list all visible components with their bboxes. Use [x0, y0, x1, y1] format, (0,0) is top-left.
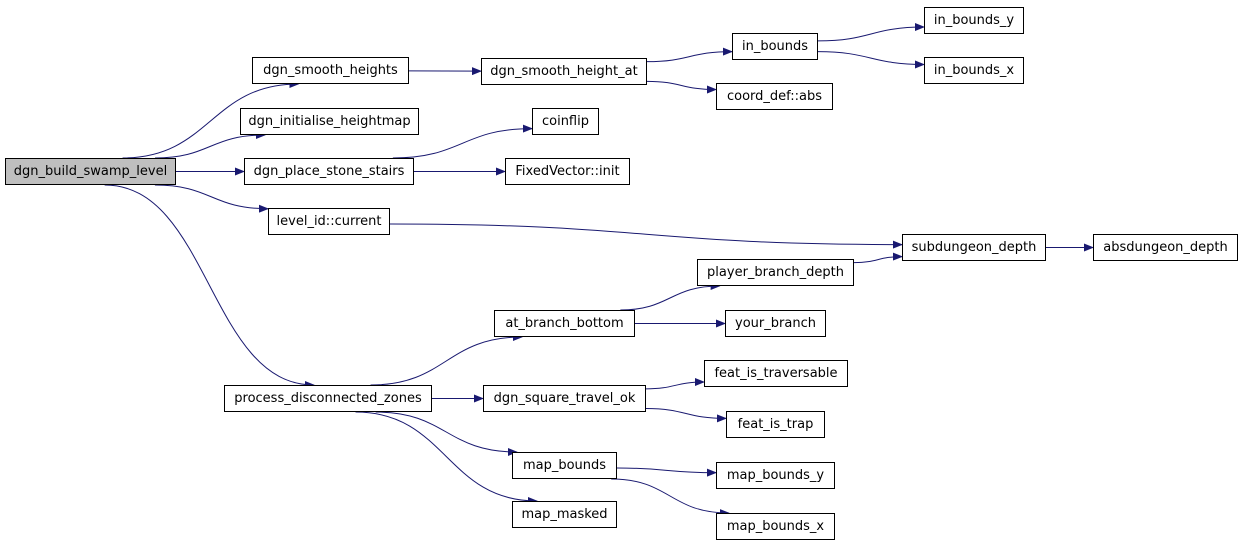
- node-in-bounds-x[interactable]: in_bounds_x: [924, 57, 1024, 84]
- node-subdungeon-depth[interactable]: subdungeon_depth: [902, 234, 1046, 261]
- edge-dgn-smooth-height-at-to-in-bounds: [646, 47, 733, 63]
- node-player-branch-depth[interactable]: player_branch_depth: [697, 259, 854, 286]
- node-map-masked[interactable]: map_masked: [512, 501, 617, 528]
- edge-player-branch-depth-to-subdungeon-depth: [853, 252, 903, 264]
- edge-level-id-current-to-subdungeon-depth: [389, 223, 903, 249]
- node-process-disconnected-zones[interactable]: process_disconnected_zones: [224, 385, 432, 412]
- edge-dgn-build-swamp-level-to-dgn-smooth-heights: [122, 80, 300, 159]
- node-level-id-current[interactable]: level_id::current: [268, 208, 390, 235]
- node-dgn-smooth-heights[interactable]: dgn_smooth_heights: [252, 57, 409, 84]
- edge-dgn-build-swamp-level-to-level-id-current: [154, 184, 269, 213]
- node-absdungeon-depth[interactable]: absdungeon_depth: [1093, 234, 1238, 261]
- node-dgn-build-swamp-level[interactable]: dgn_build_swamp_level: [5, 158, 176, 185]
- edge-map-bounds-to-map-bounds-x: [611, 478, 730, 517]
- edge-process-disconnected-zones-to-at-branch-bottom: [370, 333, 523, 386]
- edge-dgn-build-swamp-level-to-dgn-initialise-heightmap: [155, 131, 266, 159]
- node-at-branch-bottom[interactable]: at_branch_bottom: [494, 310, 635, 337]
- node-dgn-initialise-heightmap[interactable]: dgn_initialise_heightmap: [240, 108, 419, 135]
- edge-process-disconnected-zones-to-map-masked: [355, 411, 538, 505]
- node-feat-is-traversable[interactable]: feat_is_traversable: [704, 360, 848, 387]
- node-in-bounds[interactable]: in_bounds: [732, 33, 818, 60]
- edge-at-branch-bottom-to-player-branch-depth: [620, 282, 721, 311]
- node-dgn-smooth-height-at[interactable]: dgn_smooth_height_at: [481, 58, 647, 85]
- edge-dgn-smooth-height-at-to-coord-def-abs: [646, 80, 717, 94]
- node-your-branch[interactable]: your_branch: [725, 310, 826, 337]
- edge-map-bounds-to-map-bounds-y: [616, 467, 717, 477]
- node-feat-is-trap[interactable]: feat_is_trap: [726, 411, 825, 438]
- node-dgn-square-travel-ok[interactable]: dgn_square_travel_ok: [483, 385, 646, 412]
- edge-dgn-build-swamp-level-to-process-disconnected-zones: [104, 184, 315, 389]
- edge-in-bounds-to-in-bounds-x: [817, 51, 925, 69]
- node-coord-def-abs[interactable]: coord_def::abs: [716, 83, 833, 110]
- edge-in-bounds-to-in-bounds-y: [817, 23, 925, 42]
- edge-dgn-square-travel-ok-to-feat-is-traversable: [645, 378, 705, 390]
- node-dgn-place-stone-stairs[interactable]: dgn_place_stone_stairs: [244, 158, 414, 185]
- node-map-bounds-x[interactable]: map_bounds_x: [716, 513, 835, 540]
- node-in-bounds-y[interactable]: in_bounds_y: [924, 7, 1024, 34]
- node-coinflip[interactable]: coinflip: [532, 108, 599, 135]
- node-map-bounds[interactable]: map_bounds: [512, 452, 617, 479]
- edge-process-disconnected-zones-to-map-bounds: [375, 411, 518, 456]
- node-fixedvector-init[interactable]: FixedVector::init: [505, 158, 630, 185]
- edge-dgn-place-stone-stairs-to-coinflip: [392, 124, 533, 159]
- node-map-bounds-y[interactable]: map_bounds_y: [716, 462, 835, 489]
- edge-dgn-square-travel-ok-to-feat-is-trap: [645, 408, 727, 423]
